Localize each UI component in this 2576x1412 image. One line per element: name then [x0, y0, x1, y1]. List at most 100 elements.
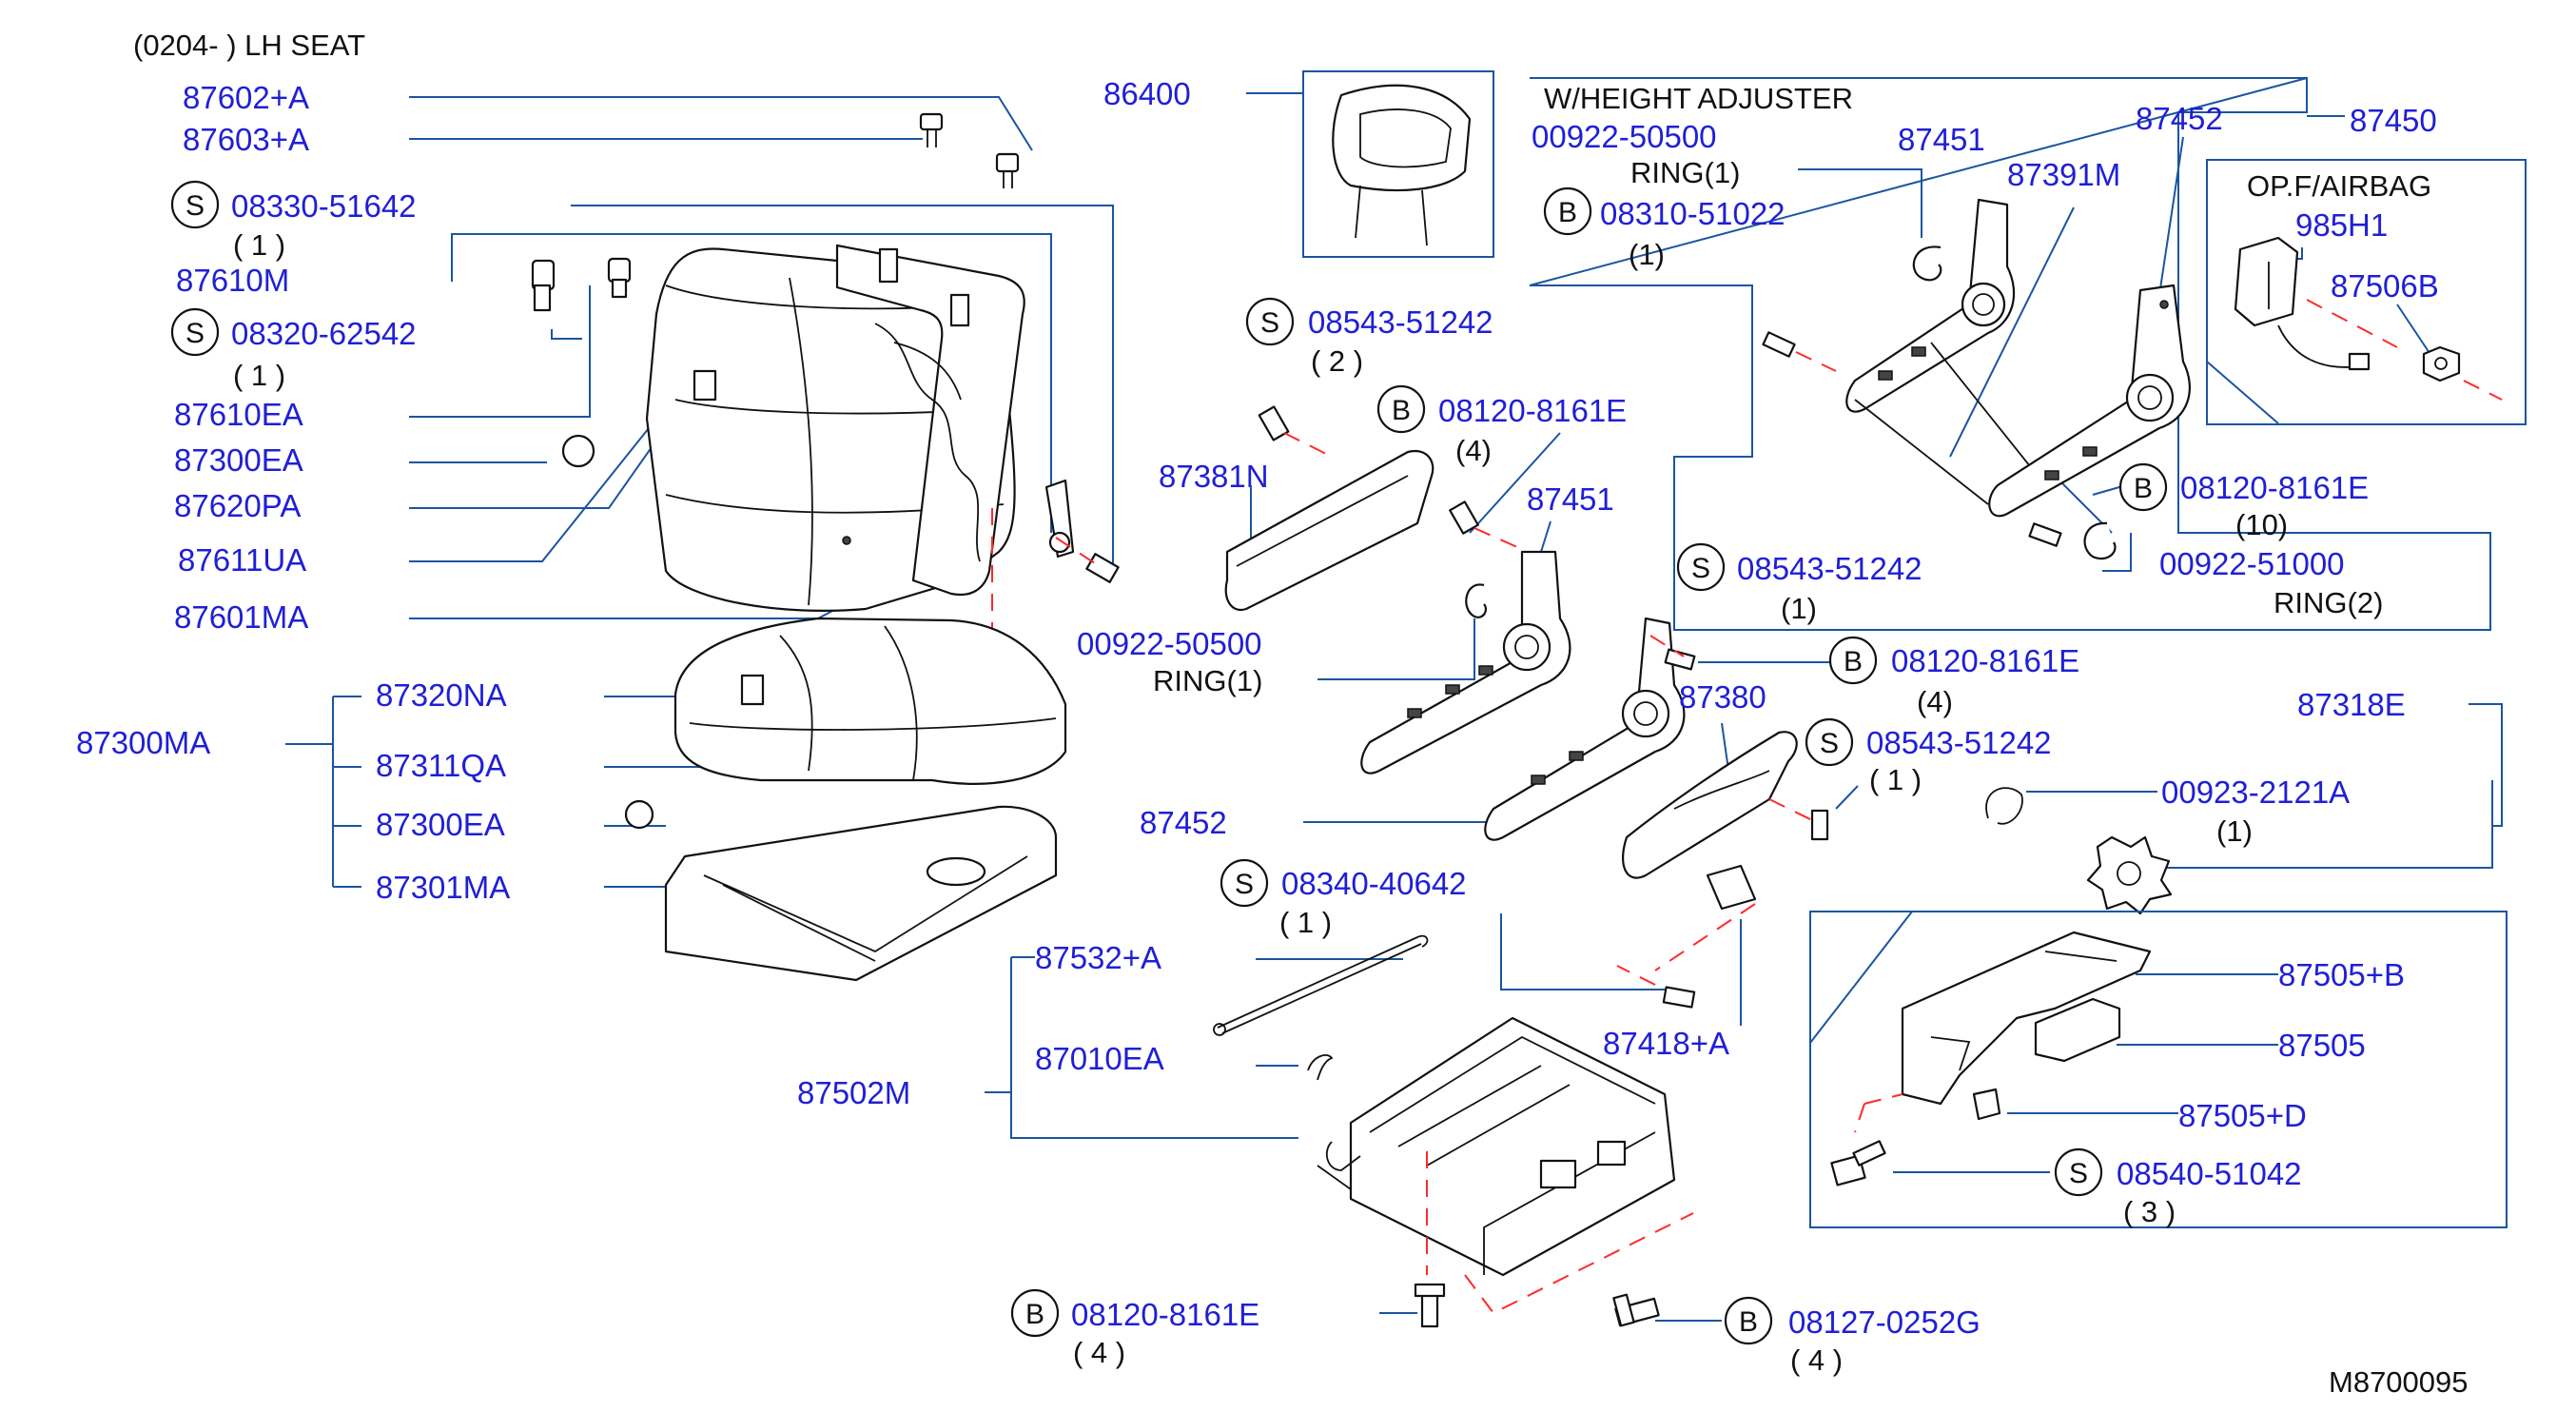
bolt-code-badge: B	[1376, 384, 1426, 434]
screw-code-badge: S	[1245, 297, 1295, 346]
label-00922-50500[interactable]: 00922-50500	[1532, 119, 1717, 154]
retaining-clip-drawing	[1985, 787, 2023, 825]
bolt-drawing	[1664, 648, 1696, 671]
label-00922-51000[interactable]: 00922-51000	[2159, 546, 2345, 581]
label-86400[interactable]: 86400	[1103, 76, 1191, 111]
recliner-plate-drawing	[1360, 550, 1571, 775]
label-87451[interactable]: 87451	[1898, 122, 1985, 157]
label-87301ma[interactable]: 87301MA	[376, 870, 510, 905]
slide-cover-box	[1809, 911, 2508, 1228]
label-87603[interactable]: 87603+A	[183, 122, 309, 157]
seat-cushion-pan-drawing	[664, 805, 1058, 982]
slide-cover-drawing	[1901, 931, 2152, 1106]
label-08120-8161e[interactable]: 08120-8161E	[1438, 393, 1627, 428]
qty-label: (4)	[1455, 434, 1492, 467]
label-87602[interactable]: 87602+A	[183, 80, 309, 115]
qty-label: ( 4 )	[1073, 1336, 1125, 1369]
knob-cover-drawing	[1622, 731, 1798, 879]
stopper-drawing	[1706, 864, 1757, 911]
label-08543-51242[interactable]: 08543-51242	[1308, 304, 1493, 340]
label-87300ma[interactable]: 87300MA	[76, 725, 210, 760]
label-87450[interactable]: 87450	[2350, 103, 2437, 138]
label-87505[interactable]: 87505	[2278, 1028, 2366, 1063]
label-08310-51022[interactable]: 08310-51022	[1600, 196, 1786, 231]
label-87451[interactable]: 87451	[1527, 481, 1614, 517]
label-985h1[interactable]: 985H1	[2295, 207, 2388, 243]
label-87381n[interactable]: 87381N	[1159, 459, 1269, 494]
label-87611ua[interactable]: 87611UA	[178, 542, 306, 578]
height-adjuster-plate-drawing	[1845, 198, 2046, 486]
label-87620pa[interactable]: 87620PA	[174, 488, 301, 523]
label-87300ea-cushion[interactable]: 87300EA	[376, 807, 505, 842]
label-87452[interactable]: 87452	[1140, 805, 1227, 840]
recliner-cover-drawing	[1224, 449, 1434, 612]
screw-drawing	[1258, 405, 1479, 535]
label-08120-8161e[interactable]: 08120-8161E	[1071, 1297, 1259, 1332]
airbag-title: OP.F/AIRBAG	[2247, 169, 2431, 203]
qty-label: ( 2 )	[1311, 344, 1363, 378]
label-87610m[interactable]: 87610M	[176, 263, 289, 298]
label-08120-8161e[interactable]: 08120-8161E	[1891, 643, 2079, 678]
label-87318e[interactable]: 87318E	[2297, 687, 2406, 722]
label-87452[interactable]: 87452	[2136, 101, 2223, 136]
label-87300ea[interactable]: 87300EA	[174, 442, 303, 478]
bolt-code-badge: B	[1010, 1288, 1060, 1338]
label-87610ea[interactable]: 87610EA	[174, 397, 303, 432]
label-00923-2121a[interactable]: 00923-2121A	[2161, 775, 2350, 810]
red-dashed-guide	[1616, 965, 1656, 986]
recliner-lever-drawing	[1044, 479, 1075, 559]
qty-label: (4)	[1917, 685, 1953, 718]
label-08540-51042[interactable]: 08540-51042	[2117, 1156, 2302, 1191]
label-87506b[interactable]: 87506B	[2331, 268, 2439, 304]
label-08330-51642[interactable]: 08330-51642	[231, 188, 417, 224]
label-87532[interactable]: 87532+A	[1035, 940, 1161, 975]
ring-drawing	[2083, 521, 2117, 560]
bolt-code-badge: B	[1543, 186, 1592, 236]
airbag-box	[2206, 159, 2527, 425]
svg-text:B: B	[1025, 1299, 1044, 1330]
qty-label: ( 1 )	[1869, 763, 1922, 796]
red-dashed-guide	[1654, 903, 1756, 971]
height-adjuster-plate-drawing	[1988, 284, 2191, 518]
recliner-plate-drawing	[1484, 617, 1686, 841]
slide-cover-inner-drawing	[2034, 997, 2121, 1063]
label-08127-0252g[interactable]: 08127-0252G	[1788, 1304, 1981, 1340]
screw-code-badge: S	[1220, 858, 1269, 908]
red-dashed-guide	[1854, 1093, 1903, 1133]
label-00922-50500[interactable]: 00922-50500	[1077, 626, 1262, 661]
right-leader-lines	[1893, 973, 2278, 1173]
svg-text:S: S	[2069, 1158, 2088, 1189]
label-87502m[interactable]: 87502M	[797, 1075, 910, 1110]
qty-label: (10)	[2235, 508, 2288, 541]
label-87601ma[interactable]: 87601MA	[174, 599, 308, 635]
label-87505b[interactable]: 87505+B	[2278, 957, 2405, 992]
screw-code-badge: S	[170, 180, 220, 229]
qty-label: ( 1 )	[233, 359, 285, 392]
label-87505d[interactable]: 87505+D	[2178, 1098, 2307, 1133]
label-08120-8161e[interactable]: 08120-8161E	[2180, 470, 2369, 505]
red-dashed-guide	[2463, 380, 2503, 401]
label-87391m[interactable]: 87391M	[2007, 157, 2120, 192]
screw-code-badge: S	[1805, 717, 1854, 767]
height-adjuster-box	[1529, 76, 2491, 631]
label-08543-51242[interactable]: 08543-51242	[1737, 551, 1922, 586]
airbag-sensor-drawing	[2234, 236, 2371, 371]
red-dashed-guide	[1795, 351, 1837, 372]
headrest-box	[1302, 70, 1494, 258]
label-87311qa[interactable]: 87311QA	[376, 748, 506, 783]
label-87320na[interactable]: 87320NA	[376, 677, 507, 713]
slide-cover-clip-drawing	[1972, 1088, 2001, 1121]
red-dashed-guide	[1649, 635, 1685, 657]
headrest-guide-drawing	[531, 257, 632, 312]
label-87418[interactable]: 87418+A	[1603, 1026, 1729, 1061]
label-08320-62542[interactable]: 08320-62542	[231, 316, 417, 351]
label-08340-40642[interactable]: 08340-40642	[1281, 866, 1467, 901]
red-dashed-guide	[1768, 798, 1813, 821]
rail-leader-lines	[985, 919, 1742, 1139]
svg-text:S: S	[1691, 553, 1710, 584]
svg-text:S: S	[185, 318, 205, 349]
label-87380[interactable]: 87380	[1679, 679, 1766, 715]
diagram-title: (0204- ) LH SEAT	[133, 29, 365, 62]
label-87010ea[interactable]: 87010EA	[1035, 1041, 1164, 1076]
label-08543-51242[interactable]: 08543-51242	[1866, 725, 2052, 760]
